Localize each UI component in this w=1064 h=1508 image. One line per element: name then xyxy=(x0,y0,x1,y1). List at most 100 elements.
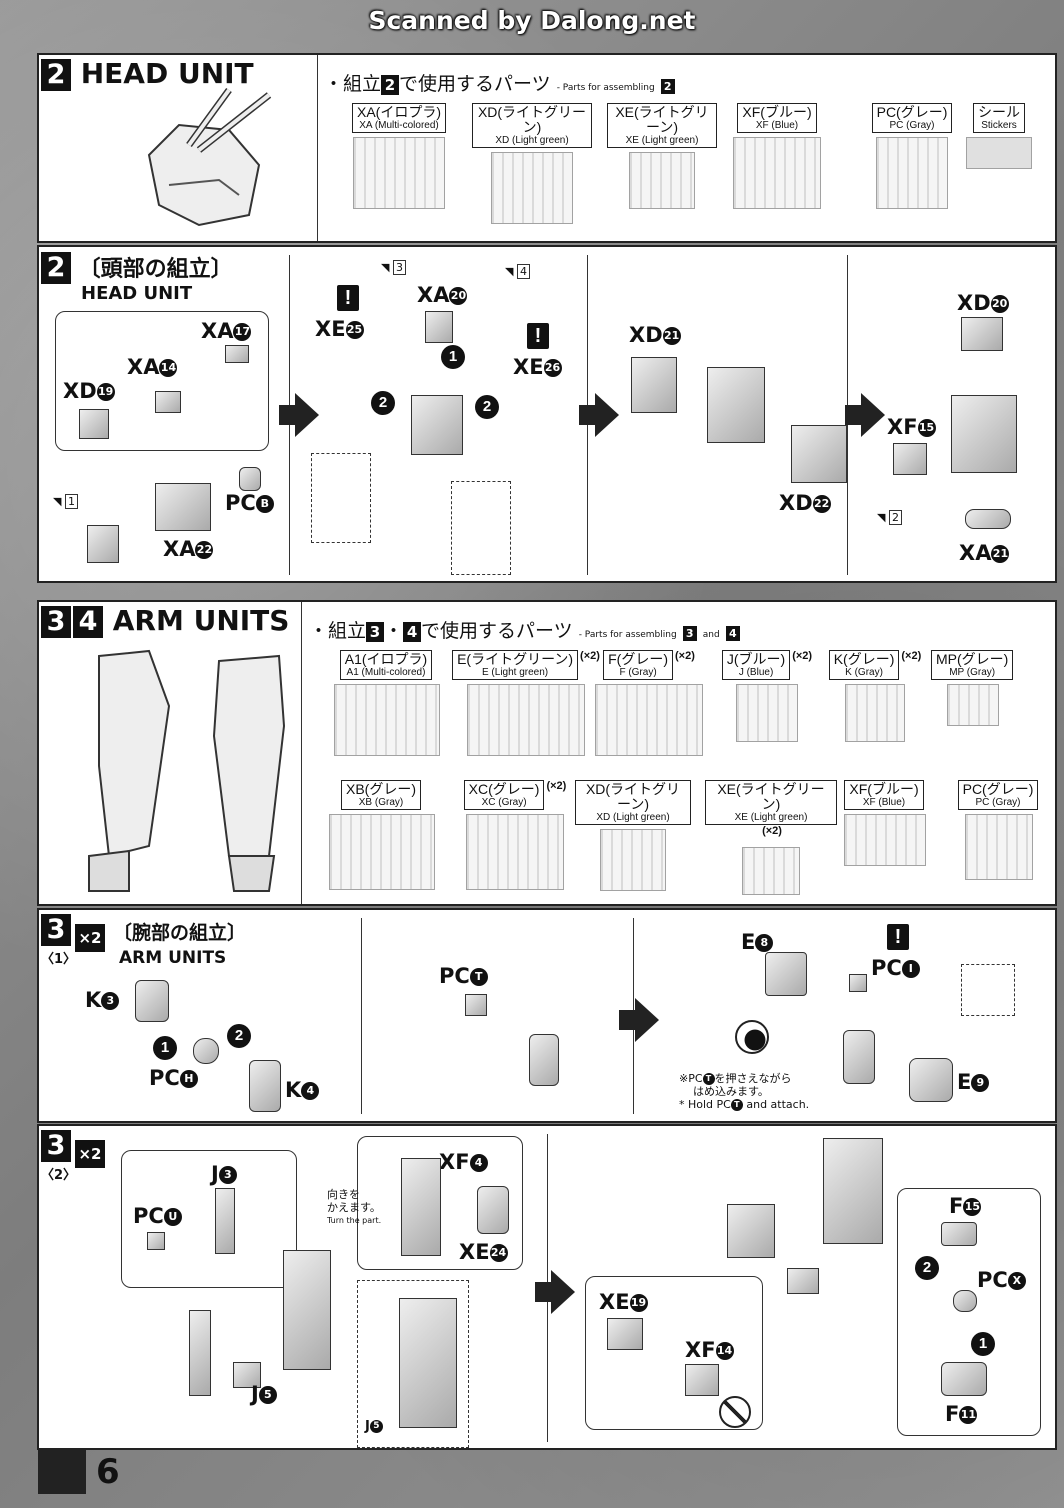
label-xa20: XA20 xyxy=(417,283,468,307)
part-number: 15 xyxy=(963,1198,982,1216)
divider xyxy=(301,602,302,904)
step-title-en: ARM UNITS xyxy=(119,948,227,968)
part-xd19 xyxy=(79,409,109,439)
part-number: 4 xyxy=(469,1154,488,1172)
parts-heading-post: で使用するパーツ xyxy=(421,620,573,642)
sticker-number: 1 xyxy=(64,494,78,509)
part-pcb xyxy=(239,467,261,491)
part-number: 14 xyxy=(159,359,178,377)
runner-jp: PC(グレー) xyxy=(876,104,948,120)
runner-image xyxy=(600,829,666,891)
runner-jp: J(ブルー) xyxy=(726,651,786,667)
runner-en: A1 (Multi-colored) xyxy=(346,667,426,678)
part-number: 19 xyxy=(629,1294,648,1312)
parts-heading-and: and xyxy=(702,630,720,640)
label-f11: F11 xyxy=(945,1402,978,1426)
runner-jp: シール xyxy=(978,104,1020,120)
runner-jp: XE(ライトグリーン) xyxy=(615,104,709,135)
runner-e: E(ライトグリーン)E (Light green)(×2) xyxy=(451,650,601,756)
part-head-sub xyxy=(707,367,765,443)
part-xd19-assembled xyxy=(87,525,119,563)
part-xd20 xyxy=(961,317,1003,351)
part-number: H xyxy=(179,1070,198,1088)
part-number: 21 xyxy=(662,327,681,345)
part-upper-arm-assembled xyxy=(823,1138,883,1244)
part-e9 xyxy=(909,1058,953,1102)
part-letter: XD xyxy=(957,291,991,315)
part-letter: XA xyxy=(163,537,196,561)
part-xe19 xyxy=(607,1318,643,1350)
step-number: 2 xyxy=(41,252,71,284)
part-j5 xyxy=(233,1362,261,1388)
part-xa20 xyxy=(425,311,453,343)
part-number: 3 xyxy=(101,992,120,1010)
runner-jp: XD(ライトグリーン) xyxy=(477,104,587,135)
part-k3 xyxy=(135,980,169,1022)
part-letter: J xyxy=(365,1419,370,1434)
section-number: 3 xyxy=(41,606,71,638)
label-xe24: XE24 xyxy=(459,1240,508,1264)
note-part-number: T xyxy=(702,1073,715,1085)
runner-qty: (×2) xyxy=(675,650,695,662)
part-j3-assembled xyxy=(189,1310,211,1396)
part-number: 15 xyxy=(917,419,936,437)
runner-pc: PC(グレー)PC (Gray) xyxy=(871,103,953,209)
runner-xb: XB(グレー)XB (Gray) xyxy=(327,780,437,890)
part-arm-joint xyxy=(529,1034,559,1086)
part-head-assembled xyxy=(951,395,1017,473)
flow-arrow xyxy=(845,393,885,437)
part-letter: XE xyxy=(513,355,544,379)
label-xd19: XD19 xyxy=(63,379,115,403)
runner-image xyxy=(329,814,435,890)
part-letter: PC xyxy=(149,1066,180,1090)
detail-box xyxy=(311,453,371,543)
part-number: 5 xyxy=(258,1386,277,1404)
parts-heading-num-2: 2 xyxy=(660,79,675,94)
runner-image xyxy=(629,152,695,209)
part-letter: XE xyxy=(315,317,346,341)
label-xa21: XA21 xyxy=(959,541,1010,565)
runner-en: F (Gray) xyxy=(619,667,657,678)
runner-xe: XE(ライトグリーン)XE (Light green) xyxy=(607,103,717,209)
step-2-marker: 2 xyxy=(227,1024,251,1048)
part-letter: XA xyxy=(127,355,160,379)
runner-en: K (Gray) xyxy=(845,667,883,678)
part-letter: XA xyxy=(417,283,450,307)
part-letter: XA xyxy=(201,319,234,343)
runner-en: XA (Multi-colored) xyxy=(359,120,439,131)
label-xa14: XA14 xyxy=(127,355,178,379)
part-f15 xyxy=(941,1222,977,1246)
runner-jp: XF(ブルー) xyxy=(849,781,919,797)
part-number: 20 xyxy=(449,287,468,305)
part-xa14 xyxy=(155,391,181,413)
runner-image xyxy=(742,847,800,895)
parts-heading-mid: ・ xyxy=(384,620,404,642)
divider xyxy=(361,918,362,1114)
step-2-marker: 2 xyxy=(915,1256,939,1280)
runner-jp: XD(ライトグリーン) xyxy=(585,781,681,812)
part-letter: XF xyxy=(887,415,918,439)
part-number: 25 xyxy=(345,321,364,339)
runner-xd: XD(ライトグリーン)XD (Light green) xyxy=(575,780,691,891)
part-number: 21 xyxy=(991,545,1010,563)
part-letter: PC xyxy=(871,956,902,980)
press-icon xyxy=(735,1020,769,1054)
turn-note: 向きを かえます。 Turn the part. xyxy=(327,1188,381,1227)
part-j3 xyxy=(215,1188,235,1254)
parts-heading-en: - Parts for assembling xyxy=(556,83,655,93)
label-xe19: XE19 xyxy=(599,1290,648,1314)
part-pci xyxy=(849,974,867,992)
runner-image xyxy=(736,684,798,742)
note-text: * Hold PC xyxy=(679,1098,731,1111)
part-number: 8 xyxy=(755,934,774,952)
part-number: T xyxy=(469,968,488,986)
detail-box xyxy=(451,481,511,575)
part-xe24 xyxy=(477,1186,509,1234)
